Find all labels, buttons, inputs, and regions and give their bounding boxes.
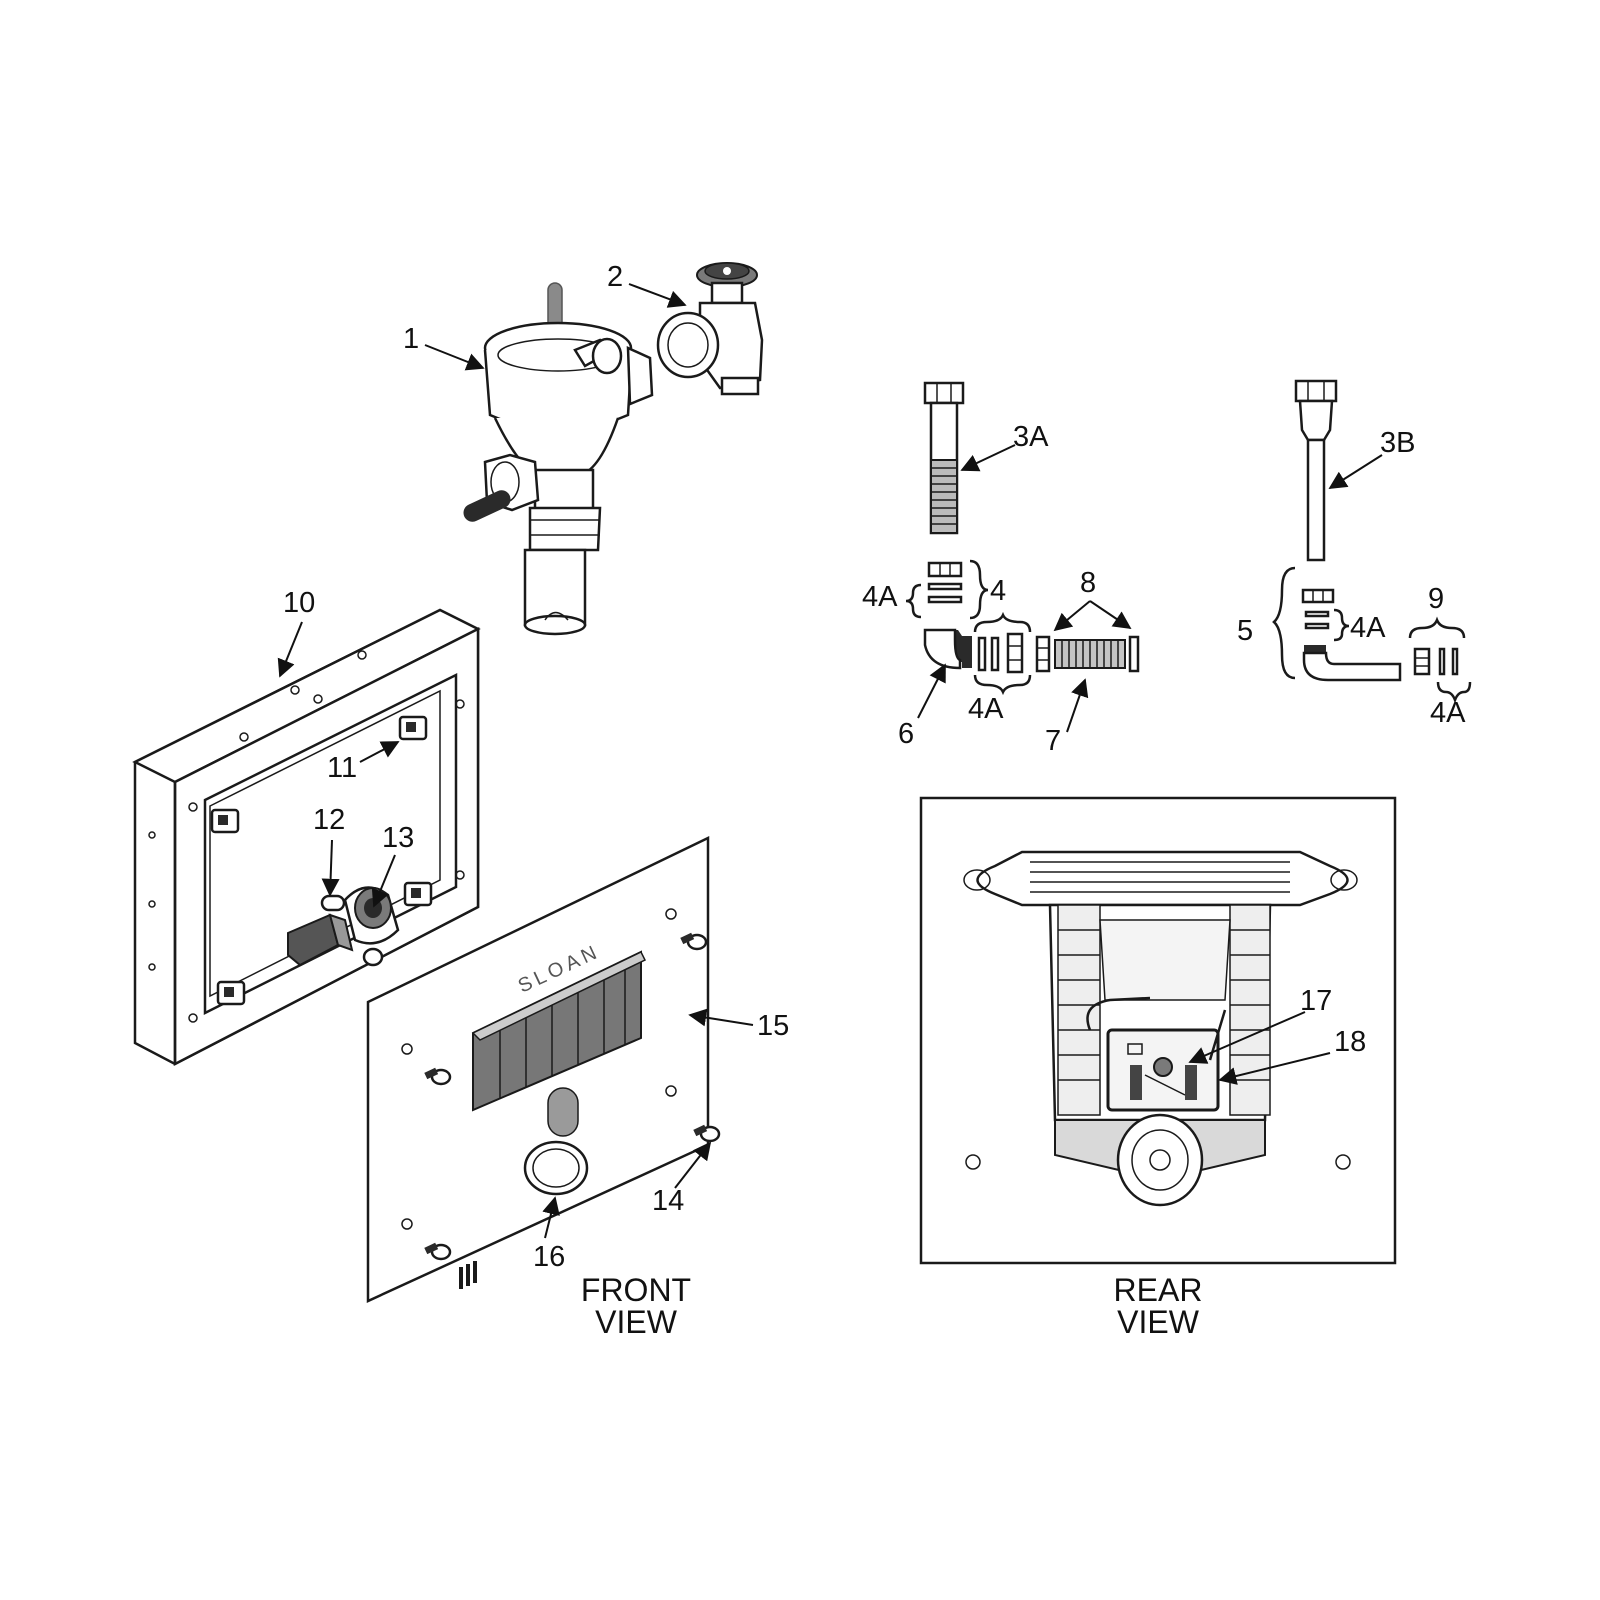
label-part-6: 6 [898,718,914,750]
rear-view-caption-line1: REAR [1114,1272,1203,1308]
tailpiece-3a [923,381,965,535]
label-part-4a-right: 4A [1430,697,1466,729]
sensor-window [471,950,647,1112]
label-part-11: 11 [327,752,357,784]
stop-valve [656,262,764,396]
solenoid-12 [287,894,354,967]
label-part-4a-elbow: 4A [1350,612,1386,644]
rough-in-box-10 [132,608,481,1067]
front-view-caption-line1: FRONT [581,1272,691,1308]
view-captions: FRONT VIEW REAR VIEW [581,1272,1203,1340]
nut-and-rings-9 [1408,616,1472,704]
front-cover-plate-15: SLOAN [366,836,721,1303]
wire-leads [459,1261,477,1289]
label-part-2: 2 [607,261,623,293]
label-part-3a: 3A [1013,421,1049,453]
label-part-13: 13 [382,822,414,854]
coupling-nut-4 [905,559,989,620]
part-labels: 1 2 3A 3B 4 4A 4A 4A 4A 5 6 7 8 9 10 11 … [283,261,1466,1273]
bottom-fitting [1116,1113,1204,1207]
front-view-caption-line2: VIEW [595,1304,678,1340]
label-part-4: 4 [990,575,1006,607]
label-part-3b: 3B [1380,427,1415,459]
label-part-17: 17 [1300,985,1332,1017]
label-part-9: 9 [1428,583,1444,615]
sensor-eye [547,1087,579,1137]
mounting-clips-11 [210,715,433,1006]
label-part-7: 7 [1045,725,1061,757]
rear-view-caption-line2: VIEW [1117,1304,1200,1340]
extension-7 [1054,635,1140,673]
label-part-15: 15 [757,1010,789,1042]
label-part-4a-top: 4A [862,581,898,613]
tailpiece-3b [1294,379,1338,562]
label-part-14: 14 [652,1185,684,1217]
label-part-5: 5 [1237,615,1253,647]
flush-valve [463,282,654,636]
label-part-12: 12 [313,804,345,836]
label-part-18: 18 [1334,1026,1366,1058]
label-part-4a-middle: 4A [968,693,1004,725]
elbow-6 [923,628,972,670]
label-part-16: 16 [533,1241,565,1273]
flush-button-16 [523,1140,589,1196]
label-part-1: 1 [403,323,419,355]
screws-14 [424,932,721,1261]
elbow-assembly-5 [1272,566,1402,682]
leader-arrows [277,283,1383,1239]
label-part-8: 8 [1080,567,1096,599]
rear-view-panel [919,796,1397,1265]
label-part-10: 10 [283,587,315,619]
nut-and-rings-4a [973,611,1051,696]
